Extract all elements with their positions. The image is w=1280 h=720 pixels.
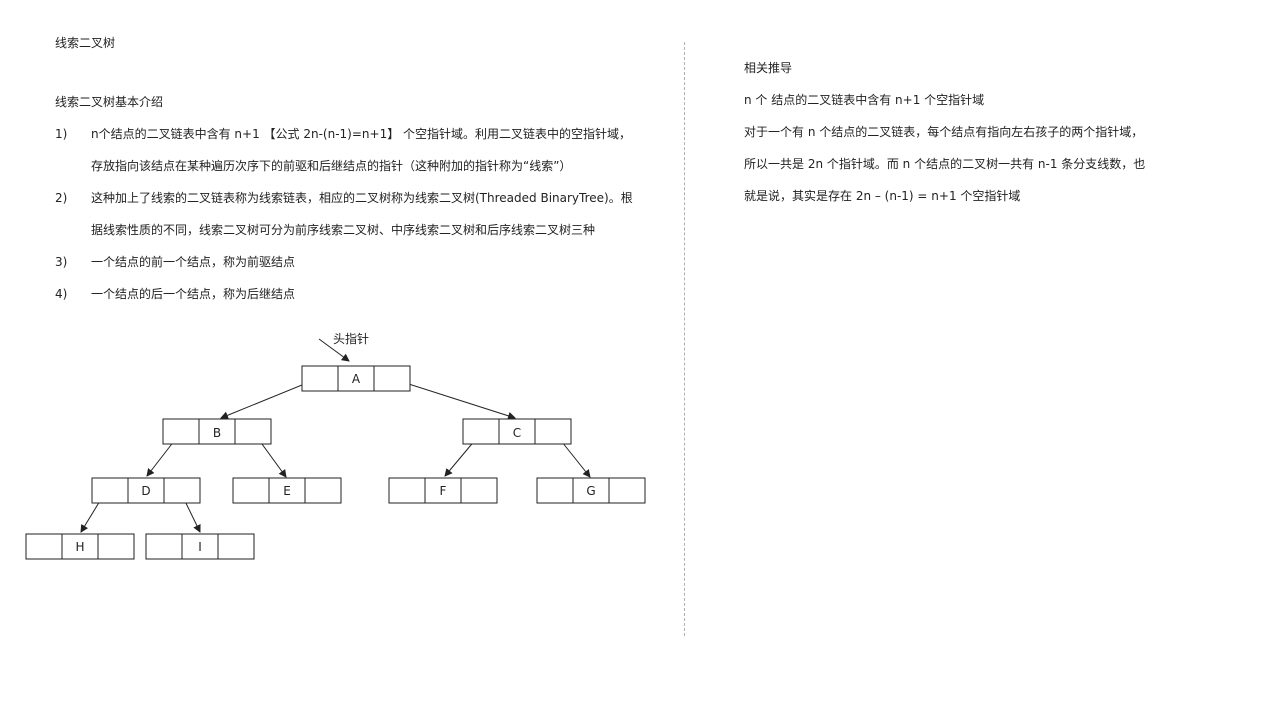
tree-node-c: C [462,418,572,445]
tree-node-i: I [145,533,255,560]
node-label: G [586,484,595,498]
list-item-number: 3) [55,255,68,269]
node-label: I [198,540,202,554]
head-pointer-label: 头指针 [333,331,369,346]
tree-node-a: A [301,365,411,392]
section-heading: 线索二叉树基本介绍 [55,95,164,109]
node-label: B [213,426,221,440]
list-item-line: 一个结点的前一个结点，称为前驱结点 [91,255,296,269]
tree-node-h: H [25,533,135,560]
node-label: C [513,426,521,440]
node-label: A [352,372,361,386]
tree-node-d: D [91,477,201,504]
tree-node-b: B [162,418,272,445]
column-divider [684,42,685,636]
list-item-line: 存放指向该结点在某种遍历次序下的前驱和后继结点的指针（这种附加的指针称为“线索”… [91,159,572,173]
right-line: 就是说，其实是存在 2n – (n-1) = n+1 个空指针域 [744,189,1021,203]
head-pointer-arrow [318,338,350,362]
node-label: D [141,484,150,498]
page-title: 线索二叉树 [55,36,116,50]
right-line: n 个 结点的二叉链表中含有 n+1 个空指针域 [744,93,985,107]
list-item-line: 一个结点的后一个结点，称为后继结点 [91,287,296,301]
list-item-number: 2) [55,191,68,205]
binary-tree-diagram: 头指针 A B C D E [25,331,646,560]
node-label: F [440,484,447,498]
node-label: H [75,540,84,554]
list-item-line: 这种加上了线索的二叉链表称为线索链表，相应的二叉树称为线索二叉树(Threade… [91,191,633,205]
node-label: E [283,484,291,498]
tree-node-e: E [232,477,342,504]
list-item-number: 1) [55,127,68,141]
right-line: 对于一个有 n 个结点的二叉链表，每个结点有指向左右孩子的两个指针域， [744,125,1144,139]
tree-node-f: F [388,477,498,504]
edge-a-c [389,377,516,420]
list-item-line: 据线索性质的不同，线索二叉树可分为前序线索二叉树、中序线索二叉树和后序线索二叉树… [91,223,596,237]
right-heading: 相关推导 [744,61,793,75]
right-line: 所以一共是 2n 个指针域。而 n 个结点的二叉树一共有 n-1 条分支线数，也 [744,157,1146,171]
tree-node-g: G [536,477,646,504]
list-item-number: 4) [55,287,68,301]
list-item-line: n个结点的二叉链表中含有 n+1 【公式 2n-(n-1)=n+1】 个空指针域… [91,127,632,141]
